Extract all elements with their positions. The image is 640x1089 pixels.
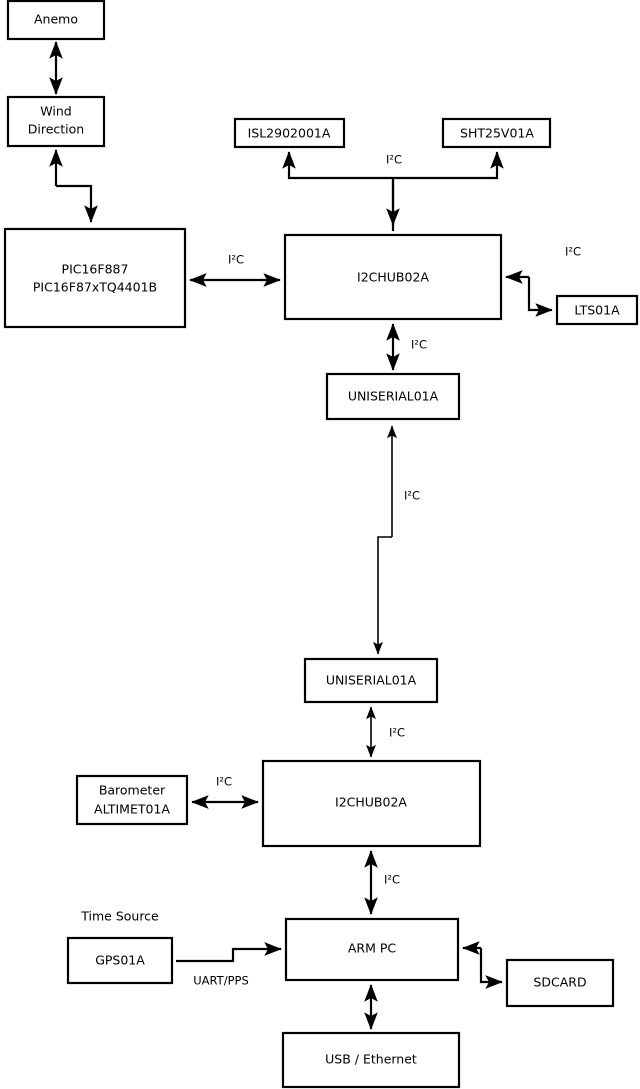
edge-hub-sensors: I²C (282, 151, 504, 231)
edge-label-uniserial-hub-bot: I²C (389, 726, 405, 740)
label-time-source: Time Source (80, 909, 159, 924)
node-isl2902001a[interactable]: ISL2902001A (233, 117, 346, 149)
node-uniserial01a-lower-box[interactable] (303, 657, 439, 704)
node-wind-direction-label-line2: Direction (28, 122, 84, 137)
edge-armpc-sdcard (462, 941, 503, 989)
node-anemo-box[interactable] (6, 0, 106, 41)
node-pic[interactable]: PIC16F887 PIC16F87xTQ4401B (3, 227, 187, 329)
node-i2chub02a-top-label: I2CHUB02A (357, 270, 429, 285)
node-isl2902001a-box[interactable] (233, 117, 346, 149)
edge-pic-hub: I²C (189, 253, 281, 287)
edge-label-pic-hub: I²C (228, 253, 244, 267)
edge-label-hub-lts: I²C (565, 245, 581, 259)
edge-label-gps-armpc: UART/PPS (193, 974, 249, 988)
node-lts01a-label: LTS01A (574, 303, 620, 318)
node-i2chub02a-top[interactable]: I2CHUB02A (283, 233, 503, 321)
node-anemo[interactable]: Anemo (6, 0, 106, 41)
edge-label-uniserial-link: I²C (404, 489, 420, 503)
edge-label-hub-uniserial-up: I²C (411, 338, 427, 352)
node-i2chub02a-bottom-label: I2CHUB02A (335, 795, 407, 810)
node-arm-pc[interactable]: ARM PC (284, 917, 460, 982)
edge-hub-lts: I²C (505, 245, 581, 317)
node-pic-label-line1: PIC16F887 (62, 262, 129, 277)
node-wind-direction-box[interactable] (6, 95, 106, 148)
edge-label-hub-sensors: I²C (386, 153, 402, 167)
node-i2chub02a-top-box[interactable] (283, 233, 503, 321)
edge-label-hub-armpc: I²C (384, 873, 400, 887)
node-usb-ethernet-box[interactable] (281, 1031, 461, 1089)
node-i2chub02a-bottom[interactable]: I2CHUB02A (261, 759, 482, 848)
node-gps01a[interactable]: GPS01A (66, 936, 174, 985)
node-uniserial01a-upper-box[interactable] (325, 372, 461, 421)
node-isl2902001a-label: ISL2902001A (248, 126, 331, 141)
node-arm-pc-label: ARM PC (348, 941, 397, 956)
node-arm-pc-box[interactable] (284, 917, 460, 982)
node-pic-box[interactable] (3, 227, 187, 329)
edge-pic-wind (49, 149, 98, 223)
node-sht25v01a-label: SHT25V01A (460, 126, 534, 141)
node-wind-direction-label-line1: Wind (40, 104, 71, 119)
edge-hub-armpc: I²C (364, 850, 400, 915)
node-barometer-label-line1: Barometer (99, 783, 166, 798)
node-uniserial01a-upper[interactable]: UNISERIAL01A (325, 372, 461, 421)
node-uniserial01a-lower[interactable]: UNISERIAL01A (303, 657, 439, 704)
node-barometer[interactable]: Barometer ALTIMET01A (75, 774, 189, 826)
node-uniserial01a-lower-label: UNISERIAL01A (326, 673, 417, 688)
node-gps01a-label: GPS01A (95, 953, 145, 968)
edge-uniserial-link: I²C (373, 425, 420, 655)
node-sht25v01a[interactable]: SHT25V01A (441, 117, 552, 149)
edge-gps-armpc: UART/PPS (176, 942, 282, 988)
node-anemo-label: Anemo (34, 12, 78, 27)
node-usb-ethernet[interactable]: USB / Ethernet (281, 1031, 461, 1089)
node-barometer-label-line2: ALTIMET01A (94, 802, 170, 817)
edge-label-barometer-hub: I²C (216, 775, 232, 789)
node-gps01a-box[interactable] (66, 936, 174, 985)
node-pic-label-line2: PIC16F87xTQ4401B (33, 280, 157, 295)
node-sdcard[interactable]: SDCARD (505, 958, 615, 1008)
node-i2chub02a-bottom-box[interactable] (261, 759, 482, 848)
node-wind-direction[interactable]: Wind Direction (6, 95, 106, 148)
node-barometer-box[interactable] (75, 774, 189, 826)
edge-hub-uniserial-up: I²C (386, 323, 427, 371)
edge-barometer-hub: I²C (191, 775, 259, 809)
node-usb-ethernet-label: USB / Ethernet (325, 1052, 417, 1067)
edge-uniserial-hub-bot: I²C (366, 706, 405, 758)
node-sht25v01a-box[interactable] (441, 117, 552, 149)
node-lts01a-box[interactable] (555, 294, 639, 326)
node-sdcard-label: SDCARD (533, 975, 586, 990)
node-lts01a[interactable]: LTS01A (555, 294, 639, 326)
node-uniserial01a-upper-label: UNISERIAL01A (348, 389, 439, 404)
node-sdcard-box[interactable] (505, 958, 615, 1008)
